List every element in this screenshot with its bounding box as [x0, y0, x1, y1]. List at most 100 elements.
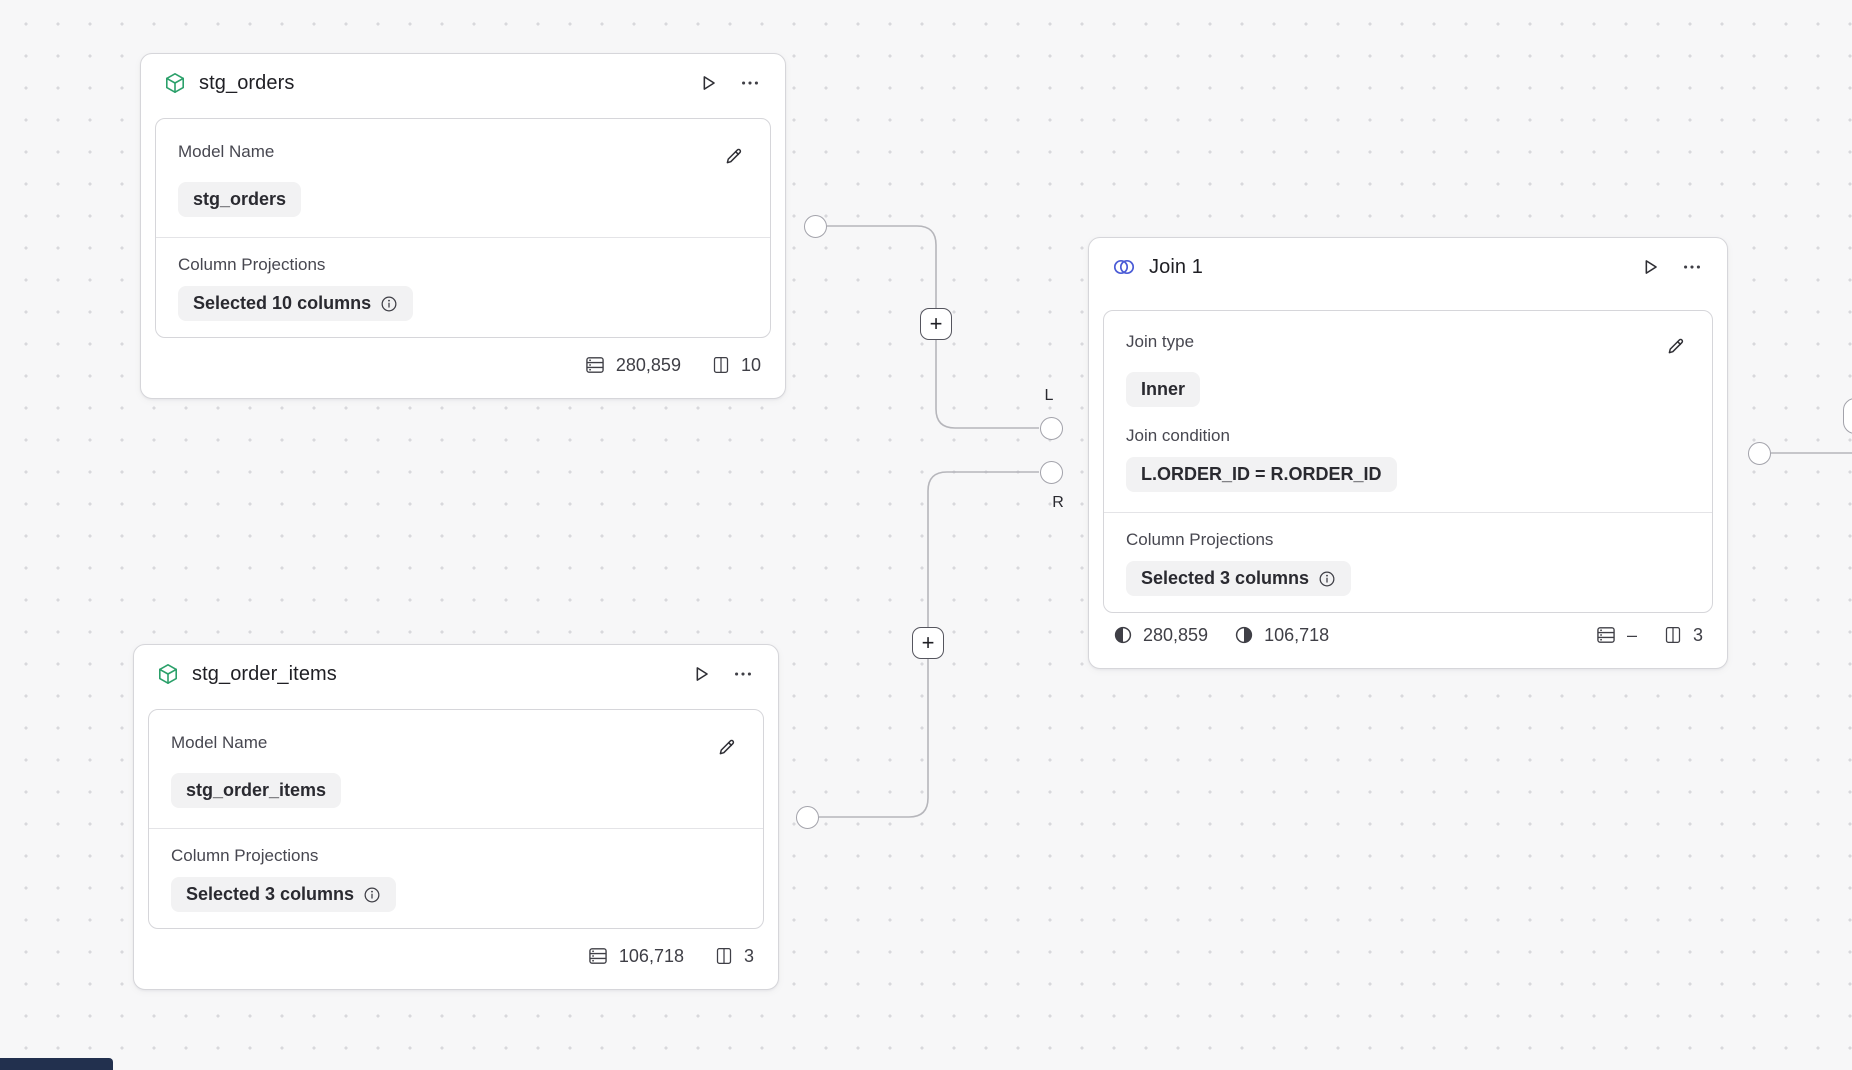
- model-name-value: stg_orders: [193, 189, 287, 209]
- column-projections-chip[interactable]: Selected 3 columns: [171, 877, 397, 912]
- node-header: Join 1: [1089, 238, 1727, 296]
- info-icon: [364, 887, 380, 902]
- node-stats-footer: 280,859 106,718 – 3: [1089, 617, 1727, 668]
- node-stats-footer: 106,718 3: [134, 938, 778, 989]
- node-menu-button[interactable]: [728, 659, 758, 689]
- node-title: stg_orders: [199, 71, 295, 94]
- info-icon: [381, 296, 397, 311]
- port-label-right: R: [1052, 494, 1064, 511]
- node-menu-button[interactable]: [1677, 252, 1707, 282]
- info-icon: [1319, 571, 1335, 586]
- half-circle-left-icon: [1114, 626, 1132, 644]
- column-count-stat: 10: [711, 355, 761, 376]
- add-node-on-wire-button[interactable]: +: [912, 627, 944, 659]
- port-join-output[interactable]: [1748, 442, 1771, 465]
- port-join-input-right[interactable]: [1040, 461, 1063, 484]
- column-count-stat: 3: [1663, 624, 1703, 646]
- row-count-stat: 280,859: [584, 354, 681, 376]
- model-name-label: Model Name: [171, 733, 268, 752]
- bottom-left-panel-edge: [0, 1058, 113, 1070]
- join-type-chip[interactable]: Inner: [1126, 372, 1201, 407]
- row-count-stat: 106,718: [587, 945, 684, 967]
- column-projections-chip[interactable]: Selected 10 columns: [178, 286, 414, 321]
- node-title: Join 1: [1149, 255, 1203, 278]
- pencil-icon: [719, 739, 734, 754]
- column-projections-value: Selected 10 columns: [193, 293, 372, 313]
- column-count: 3: [1692, 624, 1703, 645]
- column-projections-label: Column Projections: [1126, 530, 1274, 549]
- left-input-row-count: 280,859: [1143, 624, 1209, 645]
- run-node-button[interactable]: [693, 68, 723, 98]
- node-config-card: Model Name stg_order_items Column Projec…: [148, 709, 764, 929]
- column-projections-value: Selected 3 columns: [1141, 568, 1310, 588]
- table-columns-icon: [713, 357, 729, 373]
- offscreen-port[interactable]: [1843, 398, 1852, 434]
- ellipsis-icon: [735, 672, 751, 676]
- join-type-value: Inner: [1141, 379, 1186, 399]
- model-cube-icon: [163, 71, 187, 95]
- column-count: 10: [740, 354, 761, 375]
- edit-join-button[interactable]: [1660, 331, 1690, 361]
- row-count: –: [1626, 624, 1637, 645]
- join-condition-chip[interactable]: L.ORDER_ID = R.ORDER_ID: [1126, 457, 1397, 492]
- play-icon: [696, 667, 708, 681]
- node-header: stg_orders: [141, 54, 785, 112]
- model-cube-icon: [156, 662, 180, 686]
- column-count-stat: 3: [714, 946, 754, 967]
- node-stats-footer: 280,859 10: [141, 347, 785, 398]
- pencil-icon: [726, 148, 741, 163]
- model-name-label: Model Name: [178, 142, 275, 161]
- run-node-button[interactable]: [1635, 252, 1665, 282]
- node-menu-button[interactable]: [735, 68, 765, 98]
- column-projections-label: Column Projections: [171, 846, 319, 865]
- model-name-value: stg_order_items: [186, 780, 327, 800]
- join-icon: [1111, 255, 1137, 279]
- join-condition-label: Join condition: [1126, 426, 1230, 445]
- right-input-row-count-stat: 106,718: [1234, 625, 1329, 646]
- play-icon: [703, 76, 715, 90]
- table-rows-icon: [586, 357, 604, 373]
- pencil-icon: [1668, 338, 1683, 353]
- edit-model-button[interactable]: [718, 141, 748, 171]
- table-rows-icon: [589, 948, 607, 964]
- node-join-1[interactable]: Join 1 Join type Inner: [1088, 237, 1728, 669]
- left-input-row-count-stat: 280,859: [1113, 625, 1208, 646]
- port-stg-order-items-output[interactable]: [796, 806, 819, 829]
- card-divider: [149, 828, 763, 829]
- row-count: 280,859: [615, 354, 681, 375]
- half-circle-right-icon: [1235, 626, 1253, 644]
- column-projections-label: Column Projections: [178, 255, 326, 274]
- join-type-label: Join type: [1126, 332, 1195, 351]
- port-label-left: L: [1044, 387, 1054, 404]
- table-columns-icon: [1665, 627, 1681, 643]
- right-input-row-count: 106,718: [1264, 624, 1330, 645]
- node-config-card: Join type Inner Join condition L.ORDER_I…: [1103, 310, 1713, 613]
- node-header: stg_order_items: [134, 645, 778, 703]
- plus-icon: +: [921, 630, 935, 655]
- column-projections-chip[interactable]: Selected 3 columns: [1126, 561, 1352, 596]
- card-divider: [156, 237, 770, 238]
- output-counts: – 3: [1595, 624, 1703, 646]
- ellipsis-icon: [1684, 265, 1700, 269]
- edit-model-button[interactable]: [711, 732, 741, 762]
- port-stg-orders-output[interactable]: [804, 215, 827, 238]
- card-divider: [1104, 512, 1712, 513]
- node-stg-orders[interactable]: stg_orders Model Name stg_or: [140, 53, 786, 399]
- play-icon: [1645, 260, 1657, 274]
- plus-icon: +: [929, 311, 943, 336]
- row-count: 106,718: [618, 945, 684, 966]
- add-node-on-wire-button[interactable]: +: [920, 308, 952, 340]
- model-name-chip[interactable]: stg_order_items: [171, 773, 342, 808]
- node-config-card: Model Name stg_orders Column Projections…: [155, 118, 771, 338]
- node-stg-order-items[interactable]: stg_order_items Model Name s: [133, 644, 779, 990]
- join-condition-value: L.ORDER_ID = R.ORDER_ID: [1141, 464, 1382, 484]
- run-node-button[interactable]: [686, 659, 716, 689]
- node-title: stg_order_items: [192, 662, 337, 685]
- input-row-counts: 280,859 106,718: [1113, 625, 1329, 646]
- table-rows-icon: [1597, 627, 1615, 643]
- port-join-input-left[interactable]: [1040, 417, 1063, 440]
- model-name-chip[interactable]: stg_orders: [178, 182, 302, 217]
- table-columns-icon: [716, 948, 732, 964]
- row-count-stat: –: [1595, 624, 1637, 646]
